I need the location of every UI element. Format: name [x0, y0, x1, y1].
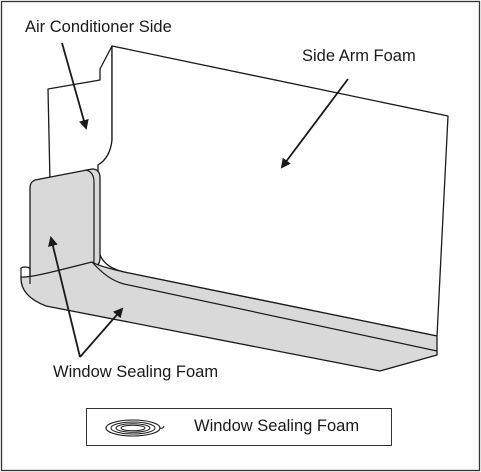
label-air-conditioner-side: Air Conditioner Side [25, 18, 172, 36]
window-sealing-foam-bottom-edge [91, 261, 438, 352]
window-sealing-foam-cap [20, 266, 31, 284]
label-window-sealing-foam: Window Sealing Foam [53, 363, 219, 381]
arrow-window-sealing-foam-right [79, 307, 124, 358]
arrow-side-arm-foam [280, 78, 349, 169]
legend-box: Window Sealing Foam [86, 408, 392, 446]
label-side-arm-foam: Side Arm Foam [302, 47, 416, 65]
arrow-air-conditioner-side [61, 42, 89, 130]
foam-roll-icon [105, 419, 165, 437]
window-sealing-foam-bottom [20, 261, 438, 372]
legend-label: Window Sealing Foam [194, 417, 360, 435]
arrow-window-sealing-foam-left [48, 236, 81, 358]
